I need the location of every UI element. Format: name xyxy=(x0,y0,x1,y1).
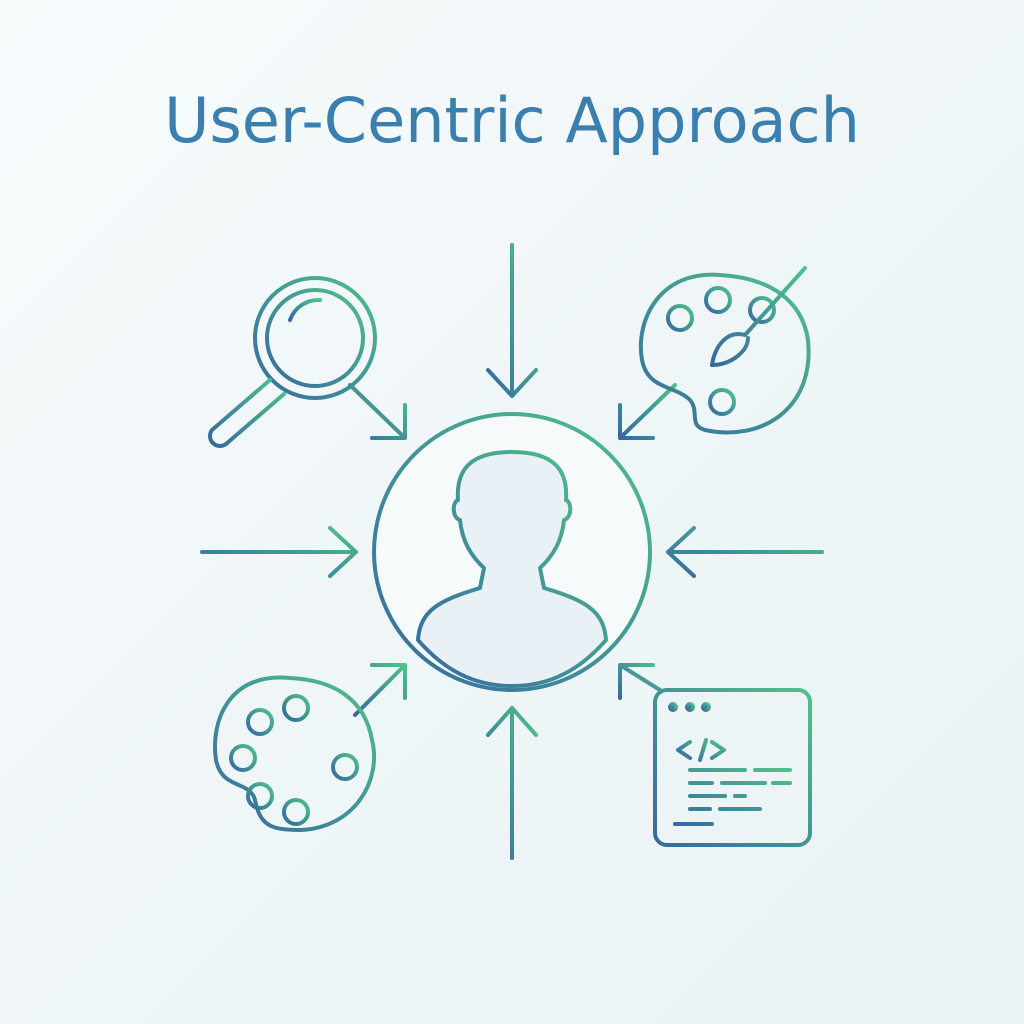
user-silhouette-icon xyxy=(372,412,652,692)
arrow-up-icon xyxy=(486,706,538,860)
page-title: User-Centric Approach xyxy=(164,84,860,157)
palette-brush-icon xyxy=(638,266,811,435)
code-window-icon xyxy=(653,688,812,847)
arrow-right-icon xyxy=(200,526,358,578)
arrow-left-icon xyxy=(666,526,824,578)
arrow-diag-tr xyxy=(618,383,677,440)
arrow-diag-bl xyxy=(353,663,407,717)
magnifying-glass-icon xyxy=(208,276,377,448)
palette-icon xyxy=(213,675,377,832)
arrow-down-icon xyxy=(486,243,538,398)
arrow-diag-tl xyxy=(348,383,407,440)
arrow-diag-br xyxy=(618,663,662,700)
